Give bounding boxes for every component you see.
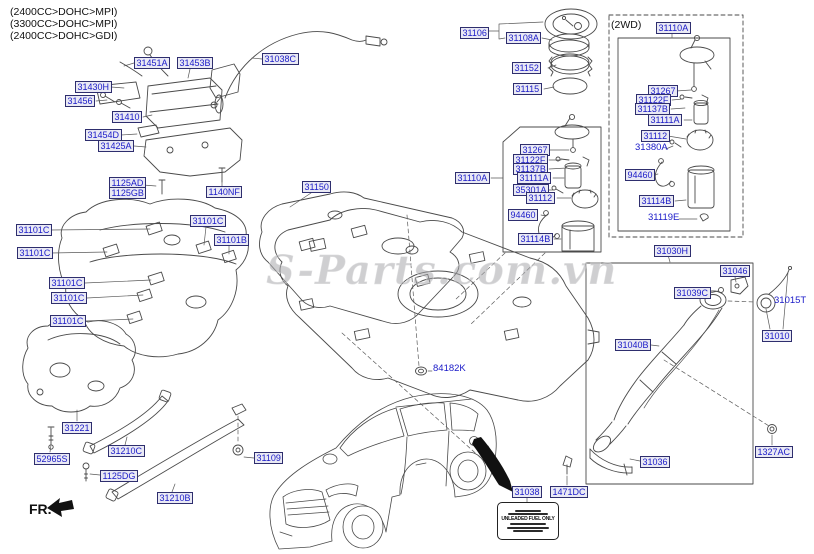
part-label-94460[interactable]: 94460	[508, 209, 539, 221]
part-label-31030H[interactable]: 31030H	[654, 245, 691, 257]
part-label-31114B[interactable]: 31114B	[518, 233, 553, 245]
part-label-31150[interactable]: 31150	[302, 181, 332, 193]
part-label-31112[interactable]: 31112	[526, 192, 555, 204]
part-label-1125GB[interactable]: 1125GB	[109, 187, 147, 199]
part-label-31137B[interactable]: 31137B	[635, 103, 671, 115]
part-label-31010[interactable]: 31010	[762, 330, 793, 342]
part-label-31101C[interactable]: 31101C	[17, 247, 53, 259]
part-label-31221[interactable]: 31221	[62, 422, 93, 434]
sticker-text-bar	[515, 509, 541, 512]
sticker-text-bar	[507, 526, 549, 529]
fuel-tank	[274, 208, 600, 402]
inset-2wd-box	[608, 14, 744, 238]
part-label-31101C[interactable]: 31101C	[16, 224, 52, 236]
part-label-52965S[interactable]: 52965S	[34, 453, 71, 465]
part-label-31106[interactable]: 31106	[460, 27, 490, 39]
part-label-31210B[interactable]: 31210B	[157, 492, 194, 504]
leader-lines	[49, 21, 789, 503]
part-label-31430H[interactable]: 31430H	[75, 81, 112, 93]
sticker-text-bar	[513, 530, 543, 533]
tank-straps	[47, 389, 247, 502]
canister-assembly	[95, 31, 388, 195]
part-label-31101C[interactable]: 31101C	[50, 315, 86, 327]
part-label-31036[interactable]: 31036	[640, 456, 671, 468]
part-label-31039C[interactable]: 31039C	[674, 287, 711, 299]
dashed-guides	[237, 214, 770, 469]
part-label-31111A[interactable]: 31111A	[648, 114, 683, 126]
part-label-31108A[interactable]: 31108A	[506, 32, 542, 44]
part-label-31110A[interactable]: 31110A	[656, 22, 691, 34]
part-label-31040B[interactable]: 31040B	[615, 339, 652, 351]
part-label-31109[interactable]: 31109	[254, 452, 284, 464]
part-label-31111A[interactable]: 31111A	[517, 172, 552, 184]
part-label-31114B[interactable]: 31114B	[639, 195, 674, 207]
engine-variant: (2400CC>DOHC>GDI)	[10, 30, 118, 42]
part-label-31101C[interactable]: 31101C	[49, 277, 85, 289]
part-label-31046[interactable]: 31046	[720, 265, 751, 277]
engine-variant-list: (2400CC>DOHC>MPI) (3300CC>DOHC>MPI) (240…	[10, 6, 117, 42]
engine-variant: (3300CC>DOHC>MPI)	[10, 18, 118, 30]
part-label-31115[interactable]: 31115	[513, 83, 542, 95]
part-label-1140NF[interactable]: 1140NF	[206, 186, 243, 198]
part-label-31456[interactable]: 31456	[65, 95, 96, 107]
part-label-31210C[interactable]: 31210C	[108, 445, 145, 457]
part-label-31451A[interactable]: 31451A	[134, 57, 171, 69]
part-label-31425A[interactable]: 31425A	[98, 140, 135, 152]
sticker-text-bar	[508, 513, 548, 516]
part-label-1327AC[interactable]: 1327AC	[755, 446, 793, 458]
front-marker-label: FR.	[29, 501, 52, 517]
sticker-text-bar	[510, 523, 546, 526]
part-label-84182K[interactable]: 84182K	[433, 363, 466, 374]
part-label-1471DC[interactable]: 1471DC	[550, 486, 589, 498]
inset-2wd-title: (2WD)	[611, 19, 642, 31]
front-direction-arrow	[47, 498, 74, 517]
part-label-31119E[interactable]: 31119E	[648, 212, 680, 223]
part-label-31038C[interactable]: 31038C	[262, 53, 299, 65]
part-label-1125DG[interactable]: 1125DG	[100, 470, 138, 482]
engine-variant: (2400CC>DOHC>MPI)	[10, 6, 118, 18]
part-label-31453B[interactable]: 31453B	[177, 57, 214, 69]
pump-cap-parts	[544, 8, 598, 95]
part-label-94460[interactable]: 94460	[625, 169, 656, 181]
part-label-31038[interactable]: 31038	[512, 486, 543, 498]
filler-neck-box	[415, 262, 793, 485]
part-label-31101C[interactable]: 31101C	[51, 292, 87, 304]
part-label-31380A[interactable]: 31380A	[635, 142, 668, 153]
part-label-31101C[interactable]: 31101C	[190, 215, 226, 227]
part-label-31152[interactable]: 31152	[512, 62, 542, 74]
unleaded-fuel-sticker: UNLEADED FUEL ONLY	[497, 502, 559, 540]
fuel-door-arrow	[472, 437, 513, 492]
part-label-31110A[interactable]: 31110A	[455, 172, 490, 184]
part-label-31112[interactable]: 31112	[641, 130, 670, 142]
part-label-31410[interactable]: 31410	[112, 111, 143, 123]
part-label-31101B[interactable]: 31101B	[214, 234, 250, 246]
sticker-main-text: UNLEADED FUEL ONLY	[501, 515, 555, 522]
part-label-31015T[interactable]: 31015T	[774, 295, 807, 306]
